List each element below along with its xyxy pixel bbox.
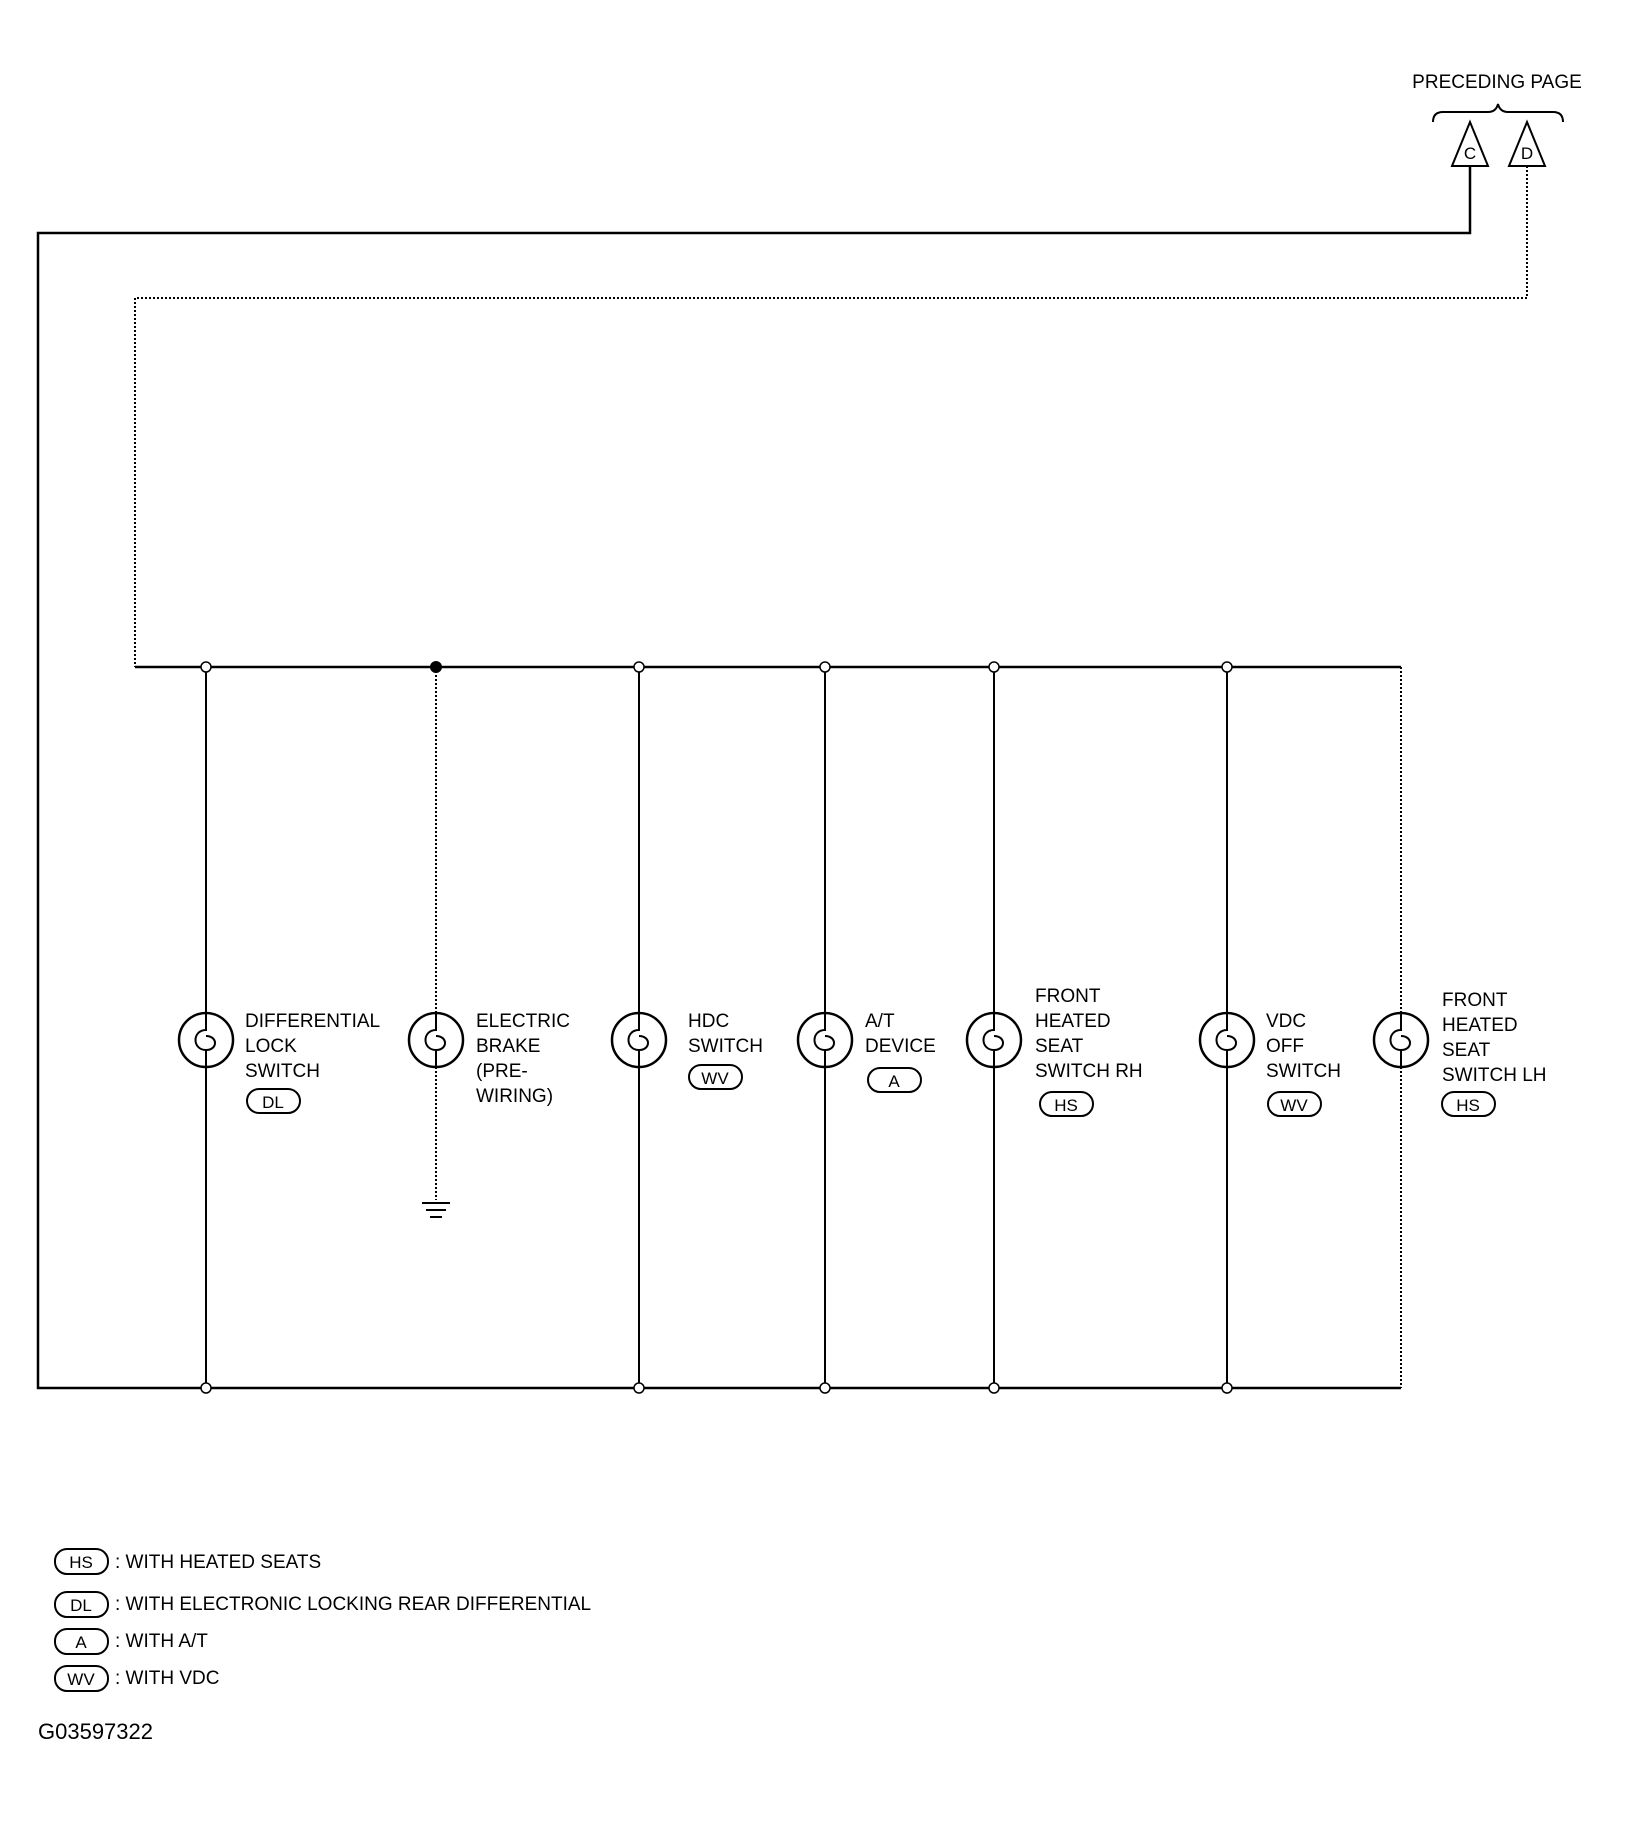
legend-item-hs: HS : WITH HEATED SEATS xyxy=(54,1548,321,1575)
component-label-line: HDC xyxy=(688,1011,729,1032)
connector-c-label: C xyxy=(1464,144,1476,163)
legend-tag: HS xyxy=(69,1553,93,1572)
figure-code: G03597322 xyxy=(38,1719,153,1744)
legend-text: : WITH A/T xyxy=(115,1631,208,1652)
option-tag: WV xyxy=(701,1069,729,1088)
legend-text: : WITH HEATED SEATS xyxy=(115,1552,321,1573)
component-label-line: OFF xyxy=(1266,1036,1304,1057)
option-tag-shape xyxy=(867,1067,922,1093)
component-label-line: HEATED xyxy=(1035,1011,1111,1032)
option-tag: WV xyxy=(1280,1096,1308,1115)
connector-d: D xyxy=(1507,119,1547,167)
option-tag-shape xyxy=(54,1591,109,1618)
connector-brace xyxy=(1432,103,1564,123)
option-tag-shape xyxy=(54,1665,109,1692)
component-label-line: SEAT xyxy=(1442,1040,1491,1061)
legend-tag: DL xyxy=(70,1596,92,1615)
bulb-icon xyxy=(610,1011,668,1069)
bulb-icon xyxy=(796,1011,854,1069)
wire-c xyxy=(36,166,1472,1390)
option-tag: HS xyxy=(1456,1096,1480,1115)
component-vdc-off-switch: VDC OFF SWITCH WV xyxy=(1266,1011,1341,1117)
bulb-icon xyxy=(177,1011,235,1069)
component-label-line: WIRING) xyxy=(476,1086,553,1107)
connector-c: C xyxy=(1450,119,1490,167)
bulb-icon xyxy=(1372,1011,1430,1069)
component-label-line: DEVICE xyxy=(865,1036,936,1057)
option-tag-shape xyxy=(1267,1091,1322,1117)
component-front-heated-seat-switch-lh: FRONT HEATED SEAT SWITCH LH HS xyxy=(1441,990,1547,1117)
component-label-line: ELECTRIC xyxy=(476,1011,570,1032)
option-tag-shape xyxy=(54,1628,109,1655)
component-label-line: SWITCH xyxy=(688,1036,763,1057)
option-tag: DL xyxy=(262,1093,284,1112)
component-label-line: SEAT xyxy=(1035,1036,1084,1057)
bulb-icon xyxy=(1198,1011,1256,1069)
legend-text: : WITH ELECTRONIC LOCKING REAR DIFFERENT… xyxy=(115,1594,591,1615)
wire-d xyxy=(134,166,1528,667)
bulb-icon xyxy=(965,1011,1023,1069)
legend-text: : WITH VDC xyxy=(115,1668,220,1689)
bulb-icon xyxy=(407,1011,465,1069)
component-label-line: SWITCH RH xyxy=(1035,1061,1143,1082)
option-tag-shape xyxy=(1039,1091,1094,1117)
component-front-heated-seat-switch-rh: FRONT HEATED SEAT SWITCH RH HS xyxy=(1035,986,1143,1117)
legend-item-a: A : WITH A/T xyxy=(54,1628,208,1655)
lower-junctions xyxy=(200,1382,1233,1394)
preceding-page-label: PRECEDING PAGE xyxy=(1412,72,1582,93)
legend-tag: A xyxy=(75,1633,87,1652)
component-label-line: BRAKE xyxy=(476,1036,540,1057)
component-label-line: FRONT xyxy=(1442,990,1508,1011)
option-tag-shape xyxy=(688,1064,743,1090)
component-label-line: HEATED xyxy=(1442,1015,1518,1036)
component-label-line: SWITCH xyxy=(245,1061,320,1082)
legend-item-dl: DL : WITH ELECTRONIC LOCKING REAR DIFFER… xyxy=(54,1591,591,1618)
legend-item-wv: WV : WITH VDC xyxy=(54,1665,220,1692)
component-at-device: A/T DEVICE A xyxy=(865,1011,936,1093)
ground-icon xyxy=(422,1202,450,1218)
component-hdc-switch: HDC SWITCH WV xyxy=(688,1011,763,1090)
option-tag-shape xyxy=(1441,1091,1496,1117)
component-label-line: DIFFERENTIAL xyxy=(245,1011,380,1032)
component-label-line: LOCK xyxy=(245,1036,297,1057)
option-tag-shape xyxy=(246,1088,301,1114)
splice-point xyxy=(430,661,442,673)
connector-d-label: D xyxy=(1521,144,1533,163)
component-label-line: SWITCH LH xyxy=(1442,1065,1547,1086)
component-label-line: A/T xyxy=(865,1011,895,1032)
option-tag: A xyxy=(888,1072,900,1091)
component-electric-brake: ELECTRIC BRAKE (PRE- WIRING) xyxy=(476,1011,570,1107)
option-tag-shape xyxy=(54,1548,109,1575)
option-tag: HS xyxy=(1054,1096,1078,1115)
component-label-line: FRONT xyxy=(1035,986,1101,1007)
legend: HS : WITH HEATED SEATS DL : WITH ELECTRO… xyxy=(54,1548,591,1692)
component-label-line: SWITCH xyxy=(1266,1061,1341,1082)
component-label-line: (PRE- xyxy=(476,1061,528,1082)
component-label-line: VDC xyxy=(1266,1011,1306,1032)
legend-tag: WV xyxy=(67,1670,95,1689)
component-differential-lock-switch: DIFFERENTIAL LOCK SWITCH DL xyxy=(245,1011,380,1114)
upper-junctions xyxy=(200,661,1233,673)
